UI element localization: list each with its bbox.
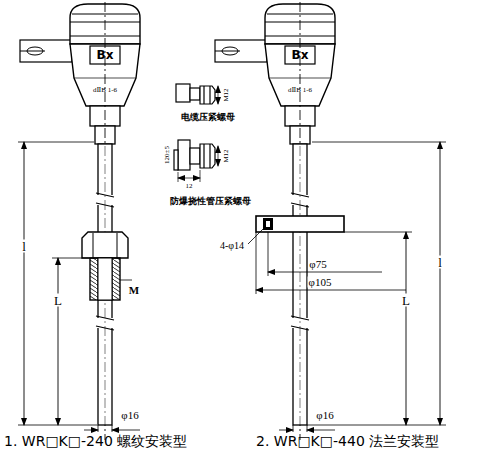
- dimension: L: [401, 294, 411, 307]
- dimension: 12: [185, 183, 194, 190]
- dimension: l: [437, 256, 443, 269]
- head-mark: Bx: [292, 49, 309, 61]
- explosion-mark: dⅡB 1-6: [288, 87, 312, 94]
- dimension: 120±5: [164, 145, 171, 165]
- thread-size: M: [128, 285, 140, 296]
- head-mark: Bx: [97, 49, 114, 61]
- thread-size: M12: [223, 87, 230, 102]
- explosion-mark: dⅡB 1-6: [93, 87, 117, 94]
- dimension: φ75: [308, 259, 327, 270]
- thread-size: M12: [223, 148, 230, 163]
- dimension: L: [53, 294, 63, 307]
- dimension: φ16: [120, 410, 139, 421]
- dimension: l: [21, 240, 27, 253]
- part-name: 防爆挠性管压紧螺母: [170, 197, 251, 206]
- caption: 1. WR□K□-240 螺纹安装型: [4, 434, 187, 448]
- caption: 2. WR□K□-440 法兰安装型: [256, 434, 439, 448]
- dimension: φ105: [308, 277, 333, 288]
- part-name: 电缆压紧螺母: [181, 113, 235, 122]
- dimension: 4-φ14: [219, 241, 245, 251]
- dimension: φ16: [315, 410, 334, 421]
